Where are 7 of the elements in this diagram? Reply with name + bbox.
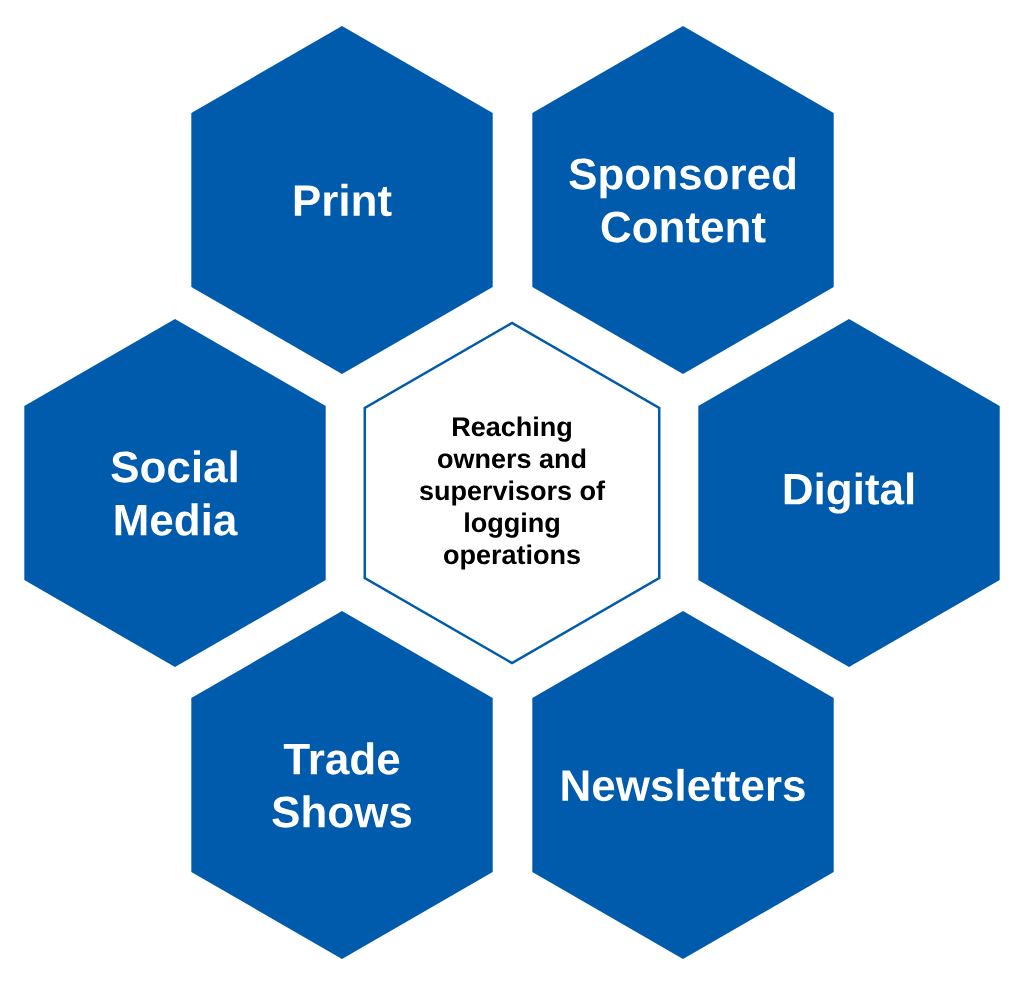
- hexagon: Social Media: [24, 319, 326, 667]
- hexagon: Trade Shows: [191, 611, 493, 959]
- hexagon: Newsletters: [532, 611, 834, 959]
- hexagon: Digital: [698, 319, 1000, 667]
- hexagon: Sponsored Content: [532, 26, 834, 374]
- hexagon: Print: [191, 26, 493, 374]
- center-hexagon: Reaching owners and supervisors of logging operations: [363, 321, 661, 665]
